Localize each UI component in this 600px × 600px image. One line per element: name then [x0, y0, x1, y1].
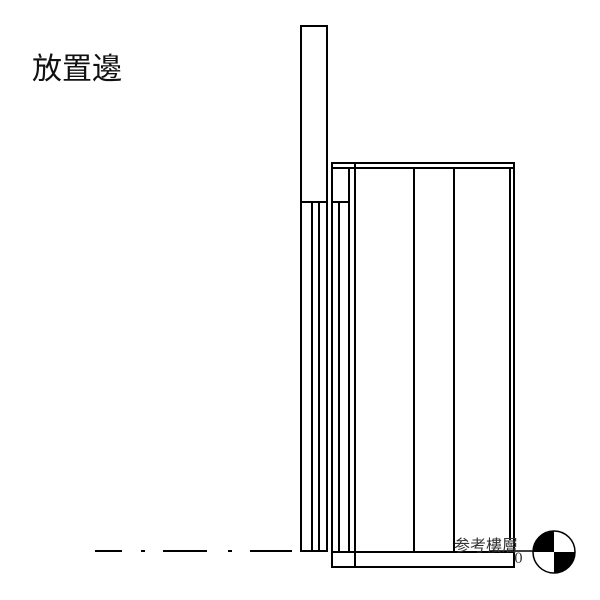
wall-assembly[interactable]: [331, 162, 515, 568]
level-head-icon[interactable]: [532, 530, 576, 574]
level-name-label[interactable]: 参考樓層: [454, 536, 519, 555]
level-elevation-label[interactable]: 0: [514, 551, 523, 567]
view-title: 放置邊: [32, 52, 122, 87]
tall-panel[interactable]: [300, 25, 328, 552]
